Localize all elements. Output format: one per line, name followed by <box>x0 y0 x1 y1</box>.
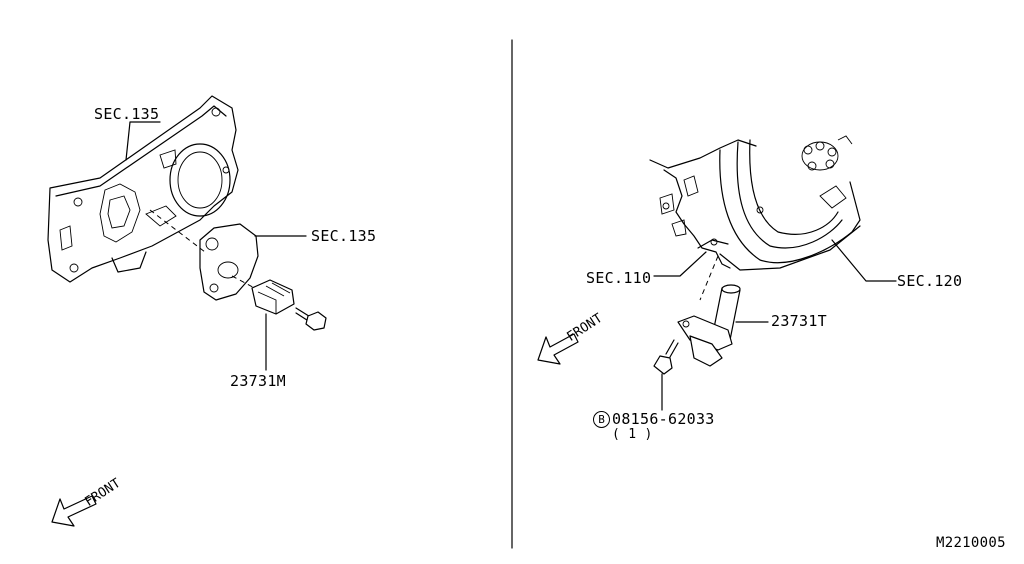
bolt-left <box>295 307 327 331</box>
sensor-23731T <box>677 284 741 367</box>
label-sec110: SEC.110 <box>586 269 652 287</box>
oil-pan-sec120 <box>719 139 861 271</box>
label-part-23731M: 23731M <box>230 372 286 390</box>
front-cover-sec135 <box>47 95 239 283</box>
label-sec120: SEC.120 <box>897 272 963 290</box>
bolt-marker-b: B <box>593 411 610 428</box>
cylinder-block-sec110 <box>649 139 764 269</box>
figure-id: M2210005 <box>936 535 1006 551</box>
label-bolt-qty: ( 1 ) <box>612 427 653 442</box>
front-arrow-left <box>51 495 97 527</box>
front-arrow-right <box>537 333 579 365</box>
sensor-23731M <box>251 279 295 315</box>
crank-sprocket <box>801 135 853 171</box>
label-bolt-part: 08156-62033 <box>612 410 715 428</box>
label-sec135-top: SEC.135 <box>94 105 160 123</box>
bolt-right <box>653 339 679 375</box>
sensor-adapter-sec135 <box>199 223 259 301</box>
label-part-23731T: 23731T <box>771 312 827 330</box>
label-sec135-right: SEC.135 <box>311 227 377 245</box>
